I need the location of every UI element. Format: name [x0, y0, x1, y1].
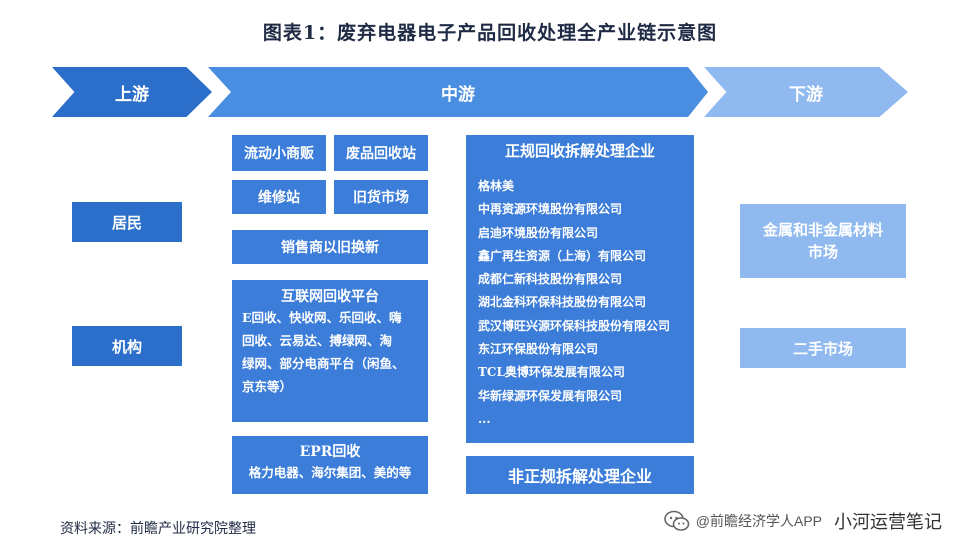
formal-companies-box: 正规回收拆解处理企业 格林美 中再资源环境股份有限公司 启迪环境股份有限公司 鑫…: [466, 135, 694, 443]
metal-market-box: 金属和非金属材料 市场: [740, 204, 906, 278]
source-note: 资料来源：前瞻产业研究院整理: [60, 520, 256, 536]
internet-platform-title: 互联网回收平台: [281, 289, 379, 305]
internet-platform-body: E回收、快收网、乐回收、嗨 回收、云易达、搏绿网、淘 绿网、部分电商平台（闲鱼、…: [232, 306, 415, 398]
institutions-label: 机构: [111, 337, 142, 356]
internet-platform-line: 回收、云易达、搏绿网、淘: [242, 333, 393, 348]
list-item: 鑫广再生资源（上海）有限公司: [478, 248, 647, 263]
secondhand-market-box: 旧货市场: [334, 180, 428, 214]
trade-in-box: 销售商以旧换新: [232, 230, 428, 264]
metal-market-line: 市场: [807, 243, 838, 261]
repair-stations-label: 维修站: [258, 190, 300, 206]
company-list: 格林美 中再资源环境股份有限公司 启迪环境股份有限公司 鑫广再生资源（上海）有限…: [466, 175, 694, 431]
stage-label-midstream: 中游: [441, 84, 475, 105]
list-item: 东江环保股份有限公司: [478, 342, 599, 357]
list-item: ...: [478, 411, 491, 426]
epr-title: EPR回收: [299, 444, 361, 460]
secondhand-market-label: 旧货市场: [353, 190, 409, 206]
internet-platform-line: 京东等）: [242, 379, 293, 394]
list-item: 华新绿源环保发展有限公司: [478, 388, 623, 403]
internet-platform-box: 互联网回收平台 E回收、快收网、乐回收、嗨 回收、云易达、搏绿网、淘 绿网、部分…: [232, 280, 428, 422]
list-item: 成都仁新科技股份有限公司: [478, 272, 623, 287]
epr-box: EPR回收 格力电器、海尔集团、美的等: [232, 436, 428, 494]
epr-body: 格力电器、海尔集团、美的等: [248, 465, 412, 480]
chart-title: 图表1：废弃电器电子产品回收处理全产业链示意图: [262, 22, 718, 44]
app-name: @前瞻经济学人APP: [695, 513, 822, 529]
scrap-stations-label: 废品回收站: [346, 146, 416, 162]
internet-platform-line: 绿网、部分电商平台（闲鱼、: [242, 356, 405, 371]
list-item: 格林美: [478, 179, 515, 193]
scrap-stations-box: 废品回收站: [334, 135, 428, 171]
stage-label-upstream: 上游: [115, 84, 149, 105]
metal-market-line: 金属和非金属材料: [762, 221, 883, 239]
downstream-secondhand-label: 二手市场: [792, 339, 853, 358]
informal-companies-box: 非正规拆解处理企业: [466, 456, 694, 494]
residents-label: 居民: [111, 213, 142, 232]
list-item: 武汉博旺兴源环保科技股份有限公司: [478, 318, 671, 333]
stage-label-downstream: 下游: [789, 84, 823, 105]
internet-platform-line: E回收、快收网、乐回收、嗨: [242, 310, 402, 325]
list-item: TCL奥博环保发展有限公司: [478, 365, 625, 380]
formal-companies-title: 正规回收拆解处理企业: [504, 142, 655, 160]
stage-arrow-downstream: 下游: [704, 67, 908, 117]
mobile-vendors-box: 流动小商贩: [232, 135, 326, 171]
list-item: 中再资源环境股份有限公司: [478, 202, 623, 217]
list-item: 启迪环境股份有限公司: [478, 225, 599, 240]
institutions-box: 机构: [72, 326, 182, 366]
trade-in-label: 销售商以旧换新: [281, 240, 379, 256]
repair-stations-box: 维修站: [232, 180, 326, 214]
list-item: 湖北金科环保科技股份有限公司: [478, 295, 647, 310]
informal-companies-label: 非正规拆解处理企业: [507, 467, 652, 486]
mobile-vendors-label: 流动小商贩: [244, 146, 314, 162]
residents-box: 居民: [72, 202, 182, 242]
stage-arrow-midstream: 中游: [208, 67, 708, 117]
account-name: 小河运营笔记: [834, 512, 942, 532]
downstream-secondhand-box: 二手市场: [740, 328, 906, 368]
stage-arrow-upstream: 上游: [52, 67, 212, 117]
wechat-icon: [663, 510, 690, 532]
footer-branding: @前瞻经济学人APP 小河运营笔记: [663, 508, 942, 534]
